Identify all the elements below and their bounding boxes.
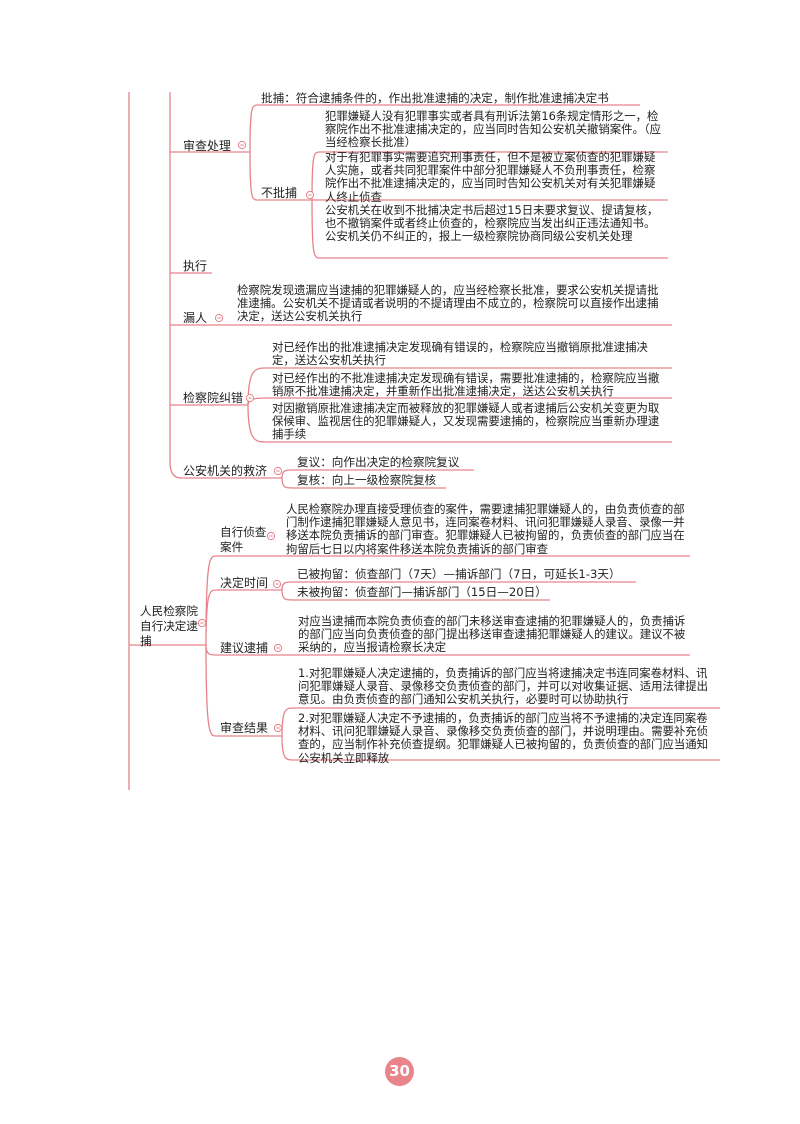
node-jdsj-1: 已被拘留：侦查部门（7天）—捕诉部门（7日，可延长1-3天） xyxy=(297,567,621,581)
node-scjg-1: 1.对犯罪嫌疑人决定逮捕的，负责捕诉的部门应当将逮捕决定书连同案卷材料、讯问犯罪… xyxy=(298,666,709,707)
node-jj-1: 复议：向作出决定的检察院复议 xyxy=(297,455,460,469)
node-louren: 漏人 xyxy=(183,311,208,325)
node-jydb-text: 对应当逮捕而本院负责侦查的部门未移送审查逮捕的犯罪嫌疑人的，负责捕诉的部门应当向… xyxy=(298,614,686,655)
page-number-badge: 30 xyxy=(385,1057,414,1086)
node-bpb-3: 公安机关在收到不批捕决定书后超过15日未要求复议、提请复核，也不撤销案件或者终止… xyxy=(325,203,659,244)
node-bpb-2: 对于有犯罪事实需要追究刑事责任，但不是被立案侦查的犯罪嫌疑人实施，或者共同犯罪案… xyxy=(325,150,656,204)
node-jdsj: 决定时间 xyxy=(220,576,269,590)
node-jiucuo: 检察院纠错 xyxy=(183,391,244,405)
node-scjg-2: 2.对犯罪嫌疑人决定不予逮捕的，负责捕诉的部门应当将不予逮捕的决定连同案卷材料、… xyxy=(298,711,709,765)
collapse-toggle-jydb[interactable] xyxy=(273,643,283,653)
node-bu-pibu: 不批捕 xyxy=(261,186,298,200)
collapse-toggle-jdsj[interactable] xyxy=(272,579,282,589)
connector-scjg-children xyxy=(281,707,295,761)
node-shencha-chuli: 审查处理 xyxy=(183,139,232,153)
node-jc-3: 对因撤销原批准逮捕决定而被释放的犯罪嫌疑人或者逮捕后公安机关变更为取保候审、监视… xyxy=(272,401,660,442)
connector-bpb-children xyxy=(311,151,321,259)
connector-jiucuo-children xyxy=(247,367,267,443)
upper-branch-trunk xyxy=(169,92,182,479)
collapse-toggle-shencha[interactable] xyxy=(237,140,247,150)
node-jj-2: 复核：向上一级检察院复核 xyxy=(297,473,437,487)
collapse-toggle-jiuji[interactable] xyxy=(273,466,283,476)
node-jydb: 建议逮捕 xyxy=(220,641,269,655)
node-zhixing: 执行 xyxy=(183,259,208,273)
node-jiuji: 公安机关的救济 xyxy=(183,464,268,478)
node-bpb-1: 犯罪嫌疑人没有犯罪事实或者具有刑诉法第16条规定情形之一，检察院作出不批准逮捕决… xyxy=(325,109,662,150)
collapse-toggle-zzaj[interactable] xyxy=(266,531,276,541)
node-jdsj-2: 未被拘留：侦查部门—捕诉部门（15日—20日） xyxy=(297,585,547,599)
connector-zizhen-children xyxy=(205,555,217,737)
node-jc-1: 对已经作出的批准逮捕决定发现确有错误的，检察院应当撤销原批准逮捕决定，送达公安机… xyxy=(272,340,648,368)
node-zzaj: 自行侦查案件 xyxy=(220,525,267,554)
connector-jiuji-children xyxy=(281,469,293,489)
node-louren-text: 检察院发现遗漏应当逮捕的犯罪嫌疑人的，应当经检察长批准，要求公安机关提请批准逮捕… xyxy=(237,283,659,324)
node-zizhen-root: 人民检察院自行决定逮捕 xyxy=(140,604,198,648)
node-pibu: 批捕：符合逮捕条件的，作出批准逮捕的决定，制作批准逮捕决定书 xyxy=(261,91,609,105)
collapse-toggle-zizhen[interactable] xyxy=(197,618,207,628)
collapse-toggle-bu-pibu[interactable] xyxy=(305,190,315,200)
connector-jdsj-children xyxy=(281,581,293,601)
collapse-toggle-scjg[interactable] xyxy=(273,723,283,733)
collapse-toggle-jiucuo[interactable] xyxy=(245,393,255,403)
connector-shencha-children xyxy=(249,104,259,201)
node-scjg: 审查结果 xyxy=(220,721,269,735)
node-jc-2: 对已经作出的不批准逮捕决定发现确有错误，需要批准逮捕的，检察院应当撤销原不批准逮… xyxy=(272,371,660,399)
node-zzaj-text: 人民检察院办理直接受理侦查的案件，需要逮捕犯罪嫌疑人的，由负责侦查的部门制作逮捕… xyxy=(286,502,685,556)
collapse-toggle-louren[interactable] xyxy=(214,313,224,323)
